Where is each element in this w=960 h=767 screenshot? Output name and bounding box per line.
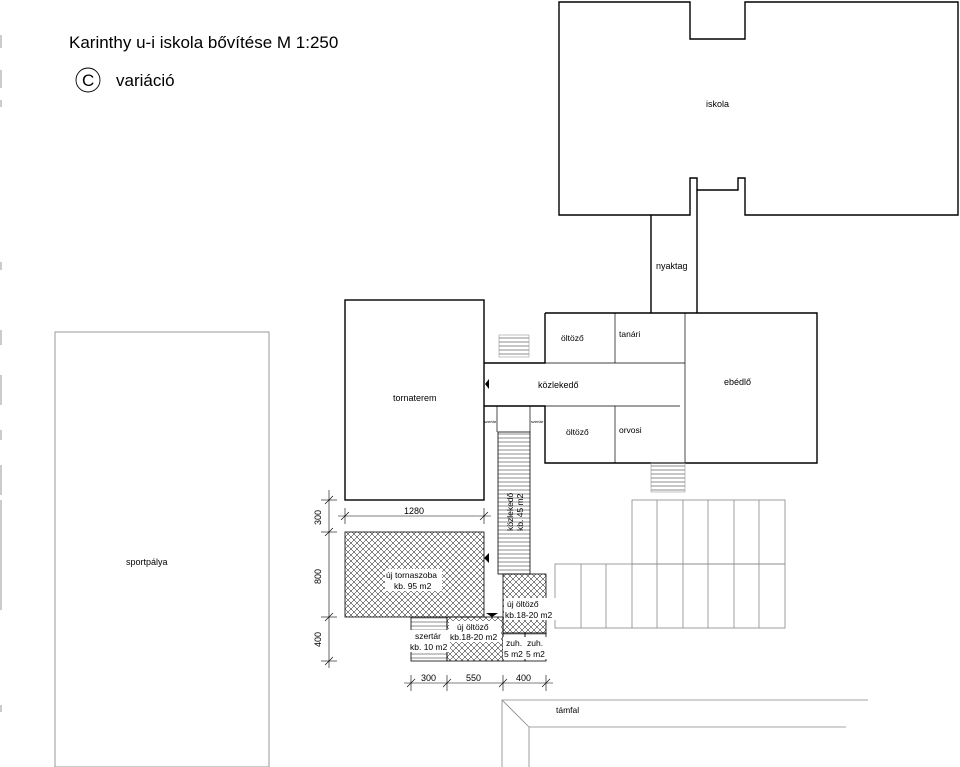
parking-grid [554, 499, 786, 629]
room-label-uj-oltozo-b-1: új öltöző [457, 622, 489, 632]
dimension-top [338, 508, 491, 524]
room-label-szertar-left: szertár [484, 419, 497, 424]
room-label-szertar-right: szertár [531, 419, 544, 424]
room-label-zuh-b-1: zuh. [527, 638, 543, 648]
dimension-bottom [404, 675, 553, 691]
room-label-iskola: iskola [706, 99, 729, 109]
room-label-oltozo-top: öltöző [561, 333, 584, 343]
sports-field [54, 331, 270, 767]
room-label-szertar-new-2: kb. 10 m2 [410, 642, 448, 652]
room-label-uj-tornaszoba-1: új tornaszoba [386, 570, 437, 580]
room-label-tornaterem: tornaterem [393, 393, 437, 403]
dimension-label-1280: 1280 [404, 506, 424, 516]
dimension-vertical [321, 490, 337, 668]
room-label-szertar-new-1: szertár [415, 631, 441, 641]
new-gym-label-bg [385, 569, 442, 591]
corridor-label-1: közlekedő [505, 492, 515, 531]
dimension-label-400-bottom: 400 [516, 673, 531, 683]
corridor-label-group: közlekedő kb. 45 m2 [505, 492, 525, 531]
drawing-title: Karinthy u-i iskola bővítése M 1:250 [69, 33, 338, 52]
new-corridor [497, 431, 531, 575]
new-changing-room-a-label-bg [504, 598, 556, 620]
door-arrow-kozlekedo [485, 379, 489, 389]
new-storeroom-label-bg [409, 630, 450, 652]
room-label-nyaktag: nyaktag [656, 261, 688, 271]
stair-top [498, 334, 530, 358]
room-label-oltozo-bottom: öltöző [566, 427, 589, 437]
variant-label: variáció [116, 71, 175, 90]
room-label-zuh-a-1: zuh. [506, 638, 522, 648]
room-label-uj-oltozo-a-1: új öltöző [507, 599, 539, 609]
stair-bottom [650, 462, 686, 493]
dimension-label-400-vertical: 400 [313, 632, 323, 647]
room-label-zuh-a-2: 5 m2 [504, 649, 523, 659]
room-label-sportpalya: sportpálya [126, 557, 168, 567]
new-changing-room-b-label-bg [449, 621, 501, 642]
retaining-wall [501, 699, 868, 767]
variant-letter: C [82, 71, 94, 90]
room-label-ebedlo: ebédlő [724, 377, 751, 387]
existing-annex-wing [484, 312, 818, 464]
school-building [558, 1, 959, 216]
dimension-label-300-bottom: 300 [421, 673, 436, 683]
dimension-label-800: 800 [313, 569, 323, 584]
room-label-uj-tornaszoba-2: kb. 95 m2 [394, 581, 432, 591]
dimension-label-300-vertical: 300 [313, 510, 323, 525]
corridor-label-2: kb. 45 m2 [515, 493, 525, 531]
room-label-uj-oltozo-a-2: kb.18-20 m2 [505, 610, 553, 620]
variant-circle [75, 67, 101, 93]
door-arrow-new-corridor [484, 553, 489, 563]
dimension-label-550: 550 [466, 673, 481, 683]
room-label-tamfal: támfal [556, 705, 579, 715]
room-label-kozlekedo: közlekedő [538, 380, 579, 390]
room-label-tanari: tanári [619, 329, 640, 339]
door-arrow-oltozo [486, 613, 498, 617]
room-label-orvosi: orvosi [619, 425, 642, 435]
gym-room [344, 299, 485, 501]
room-label-uj-oltozo-b-2: kb.18-20 m2 [450, 632, 498, 642]
room-label-zuh-b-2: 5 m2 [526, 649, 545, 659]
shower-label-bg [503, 637, 549, 659]
